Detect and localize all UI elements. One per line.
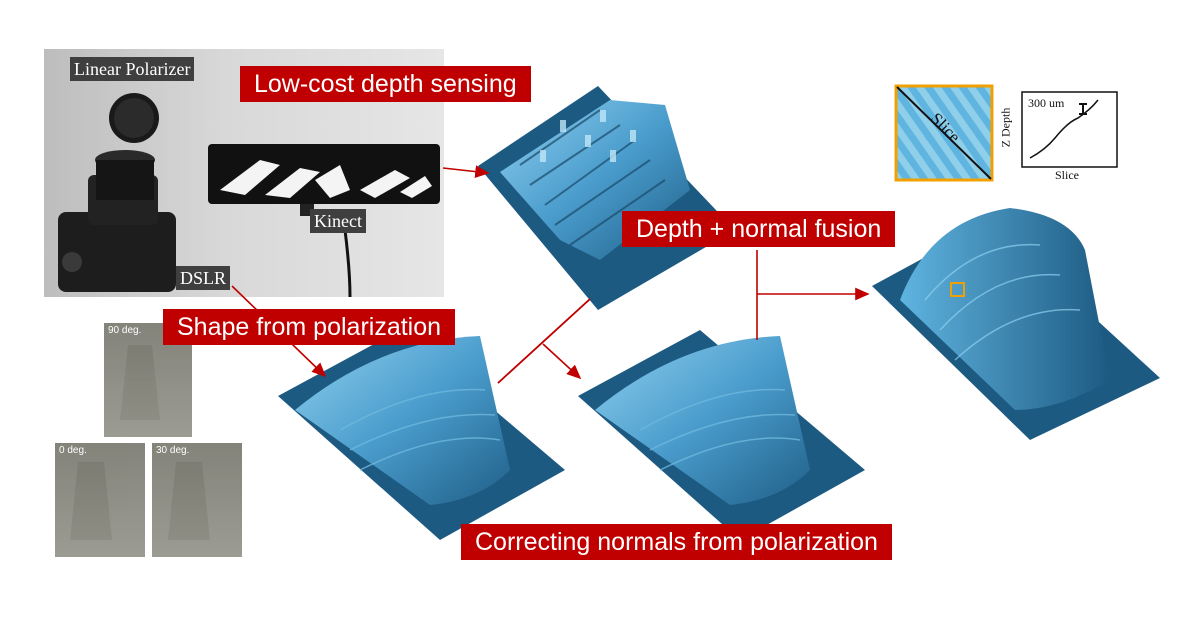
depth-plot xyxy=(1021,91,1118,168)
fused-surface xyxy=(872,208,1160,440)
kinect-sensor-icon xyxy=(208,144,440,298)
polarizer-filter-icon xyxy=(109,93,159,143)
plot-scale-label: 300 um xyxy=(1028,96,1065,110)
kinect-label: Kinect xyxy=(310,209,366,233)
cup-photo-0: 0 deg. xyxy=(55,443,145,557)
plot-ylabel: Z Depth xyxy=(998,107,1013,148)
depth-normal-fusion-label: Depth + normal fusion xyxy=(622,211,896,247)
slice-inset xyxy=(894,84,994,182)
highlight-box xyxy=(950,282,965,297)
dslr-camera-icon xyxy=(58,150,176,292)
flow-arrows xyxy=(231,165,870,384)
cup-photo-label: 0 deg. xyxy=(59,445,87,456)
cup-photo-label: 30 deg. xyxy=(156,445,190,456)
cup-photo-90: 90 deg. xyxy=(104,323,192,437)
corrected-normals-surface xyxy=(578,330,865,540)
cup-photo-30: 30 deg. xyxy=(152,443,242,557)
depth-sensing-surface xyxy=(478,86,735,310)
cup-photo-label: 90 deg. xyxy=(108,325,142,336)
shape-from-polarization-label: Shape from polarization xyxy=(163,309,456,345)
polarization-surface xyxy=(278,330,565,540)
correcting-normals-label: Correcting normals from polarization xyxy=(461,524,892,560)
plot-xlabel: Slice xyxy=(1055,168,1079,182)
dslr-label: DSLR xyxy=(176,266,231,290)
polarizer-label: Linear Polarizer xyxy=(70,57,195,81)
low-cost-depth-label: Low-cost depth sensing xyxy=(240,66,531,102)
